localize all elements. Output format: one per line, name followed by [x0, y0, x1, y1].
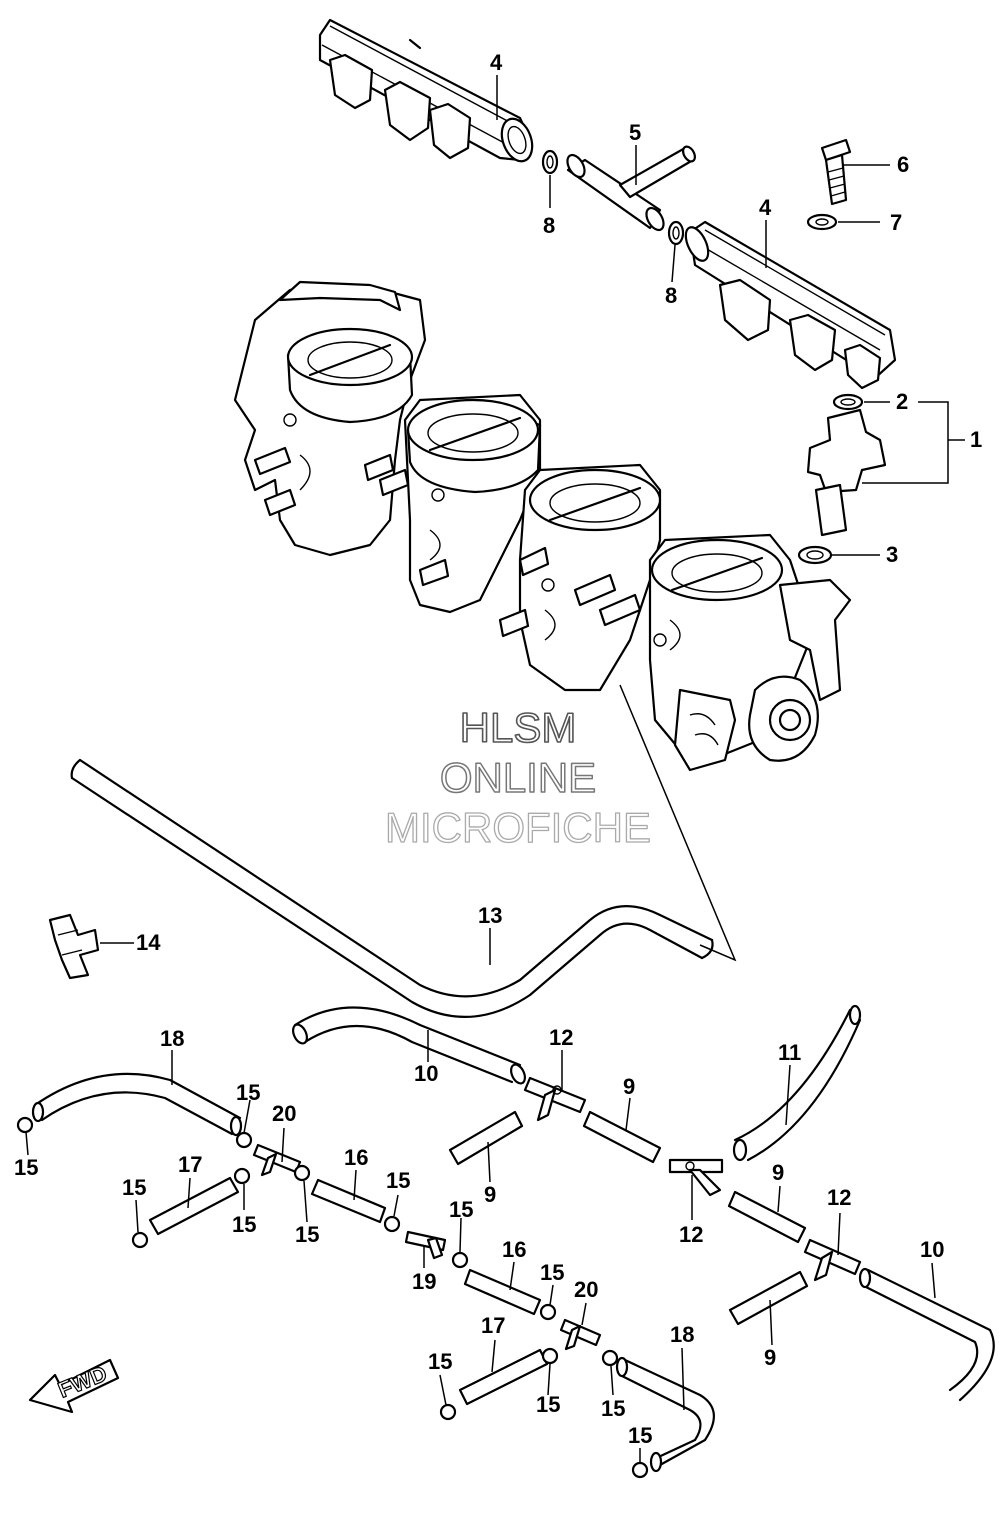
callout-15-a: 15	[14, 1155, 38, 1180]
callout-9-d: 9	[764, 1345, 776, 1370]
hose-18-lower	[618, 1358, 715, 1467]
callout-8-lower: 8	[665, 283, 677, 308]
o-ring-upper	[541, 149, 559, 175]
callout-4-upper: 4	[490, 50, 503, 75]
hose-17-upper	[148, 1176, 240, 1236]
hose-17-lower	[458, 1348, 549, 1406]
callout-18-lower: 18	[670, 1322, 694, 1347]
callout-10-upper: 10	[414, 1061, 438, 1086]
fitting-19	[404, 1230, 447, 1260]
hose-16-upper	[310, 1178, 387, 1224]
fuel-injector	[806, 408, 887, 537]
hose-long	[78, 758, 714, 998]
callout-11: 11	[778, 1040, 801, 1065]
callout-15-k: 15	[601, 1396, 625, 1421]
callout-15-g: 15	[449, 1197, 473, 1222]
hose-11	[733, 1008, 862, 1162]
callout-9-a: 9	[484, 1182, 496, 1207]
callout-15-h: 15	[540, 1260, 564, 1285]
callout-9-b: 9	[623, 1074, 635, 1099]
callout-9-c: 9	[772, 1160, 784, 1185]
callout-numbers: 1 2 3 4 4 5 6 7 8 8 9 9 9 9 10 10 11 12 …	[14, 50, 982, 1448]
callout-15-l: 15	[628, 1423, 652, 1448]
tee-fitting-20-lower	[559, 1318, 602, 1351]
callout-15-j: 15	[536, 1392, 560, 1417]
callout-15-i: 15	[428, 1349, 452, 1374]
callout-8-upper: 8	[543, 213, 555, 238]
callout-12-middle: 12	[679, 1222, 703, 1247]
watermark-line-1: HLSM	[460, 704, 577, 751]
callout-16-lower: 16	[502, 1237, 526, 1262]
callout-15-e: 15	[295, 1222, 319, 1247]
tee-fitting-middle	[668, 1158, 724, 1197]
hose-9-b	[582, 1110, 662, 1164]
hose-clips	[16, 1116, 649, 1479]
watermark: HLSM ONLINE MICROFICHE	[384, 703, 651, 851]
watermark-line-3: MICROFICHE	[385, 804, 651, 851]
leader-lines	[25, 75, 965, 1463]
hose-16-lower	[463, 1268, 542, 1316]
hose-9-a	[448, 1110, 524, 1166]
hose-18-upper	[33, 1072, 242, 1136]
callout-3: 3	[886, 542, 898, 567]
callout-18-upper: 18	[160, 1026, 184, 1051]
callout-17-lower: 17	[481, 1313, 505, 1338]
callout-5: 5	[629, 120, 641, 145]
callout-7: 7	[890, 210, 902, 235]
callout-16-upper: 16	[344, 1145, 368, 1170]
callout-2: 2	[896, 389, 908, 414]
callout-13: 13	[478, 903, 502, 928]
callout-19: 19	[412, 1269, 436, 1294]
hose-9-d	[728, 1270, 809, 1326]
callout-12-upper: 12	[549, 1025, 573, 1050]
callout-14: 14	[136, 930, 161, 955]
fuel-rail-lower	[684, 220, 897, 390]
callout-4-lower: 4	[759, 195, 772, 220]
fwd-arrow-icon: FWD	[28, 1358, 120, 1414]
watermark-line-2: ONLINE	[440, 754, 596, 801]
bolt	[820, 138, 852, 206]
throttle-body-assembly	[233, 280, 852, 772]
washer	[806, 213, 838, 231]
hose-10-upper	[293, 1006, 522, 1084]
callout-15-c: 15	[122, 1175, 146, 1200]
tee-fitting-lower	[803, 1238, 862, 1282]
callout-12-lower: 12	[827, 1185, 851, 1210]
callout-15-b: 15	[236, 1080, 260, 1105]
tee-fitting-20-upper	[252, 1143, 302, 1177]
o-ring-lower	[667, 220, 685, 246]
hose-clamp-large	[48, 913, 100, 980]
fuel-rail-upper	[318, 18, 534, 163]
callout-15-d: 15	[232, 1212, 256, 1237]
fwd-label: FWD	[55, 1361, 111, 1403]
callout-20-lower: 20	[574, 1277, 598, 1302]
callout-15-f: 15	[386, 1168, 410, 1193]
callout-17-upper: 17	[178, 1152, 202, 1177]
injector-o-ring	[832, 393, 864, 411]
joint-pipe	[566, 145, 696, 232]
tee-fitting-upper	[523, 1076, 587, 1122]
callout-6: 6	[897, 152, 909, 177]
injector-cushion	[797, 545, 833, 565]
callout-20-upper: 20	[272, 1101, 296, 1126]
callout-1: 1	[970, 427, 982, 452]
hose-9-c	[727, 1190, 807, 1244]
hose-10-lower	[860, 1268, 995, 1402]
callout-10-lower: 10	[920, 1237, 944, 1262]
